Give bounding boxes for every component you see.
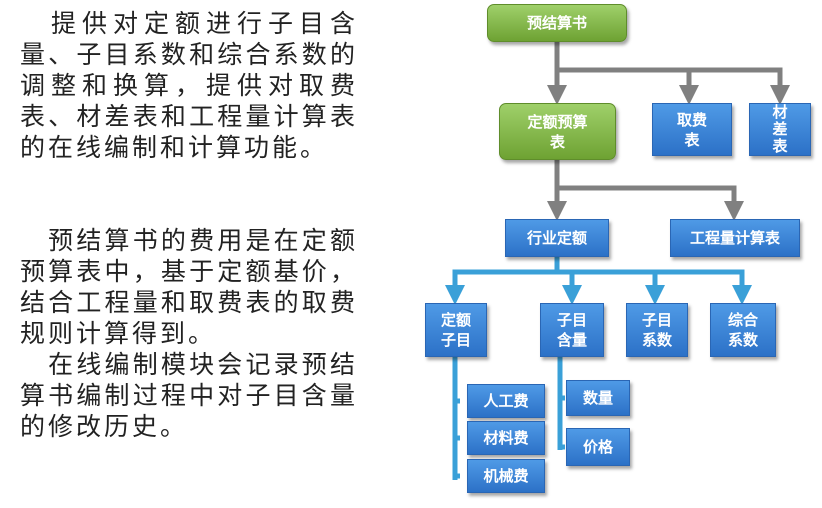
- node-label: 人工费: [483, 392, 529, 410]
- node-price: 价格: [566, 428, 630, 466]
- node-label: 定额 子目: [440, 311, 471, 349]
- paragraph-1: 提供对定额进行子目含量、子目系数和综合系数的调整和换算，提供对取费表、材差表和工…: [20, 9, 358, 162]
- paragraph-3: 在线编制模块会记录预结算书编制过程中对子目含量的修改历史。: [20, 350, 358, 441]
- node-quantity: 数量: [566, 380, 630, 416]
- node-quota-budget: 定额预算 表: [499, 103, 616, 160]
- node-label: 数量: [582, 389, 613, 407]
- connector-industry-combined: [655, 269, 752, 305]
- connector-industry-content: [557, 269, 582, 305]
- connector-root-material: [689, 67, 790, 105]
- node-quantity-calc: 工程量计算表: [670, 219, 800, 257]
- node-root: 预结算书: [487, 4, 627, 42]
- node-label: 子目 系数: [641, 311, 672, 349]
- node-machine-cost: 机械费: [467, 459, 545, 493]
- node-industry-quota: 行业定额: [505, 219, 609, 257]
- node-quota-subitem: 定额 子目: [425, 303, 487, 357]
- node-material-diff: 材 差 表: [749, 103, 811, 156]
- node-label: 行业定额: [526, 229, 587, 247]
- node-label: 价格: [582, 438, 613, 456]
- node-label: 材 差 表: [772, 103, 788, 155]
- node-subitem-coeff: 子目 系数: [626, 303, 688, 357]
- node-subitem-content: 子目 含量: [540, 303, 604, 357]
- node-label: 取费 表: [676, 110, 707, 149]
- node-label: 综合 系数: [727, 311, 758, 349]
- connector-quota-calc: [557, 185, 744, 221]
- connector-industry-subitem: [445, 257, 560, 305]
- node-label: 定额预算 表: [527, 112, 588, 151]
- node-label: 机械费: [483, 467, 529, 485]
- connector-root-fee: [557, 67, 699, 105]
- node-labor-cost: 人工费: [467, 384, 545, 418]
- node-label: 工程量计算表: [689, 229, 780, 247]
- node-fee-table: 取费 表: [652, 103, 732, 156]
- node-combined-coeff: 综合 系数: [710, 303, 776, 357]
- node-label: 子目 含量: [556, 311, 587, 349]
- node-label: 材料费: [483, 429, 529, 447]
- connector-industry-coeff: [572, 269, 665, 305]
- node-material-cost: 材料费: [467, 421, 545, 455]
- node-label: 预结算书: [526, 14, 587, 32]
- paragraph-2: 预结算书的费用是在定额预算表中，基于定额基价，结合工程量和取费表的取费规则计算得…: [20, 226, 358, 348]
